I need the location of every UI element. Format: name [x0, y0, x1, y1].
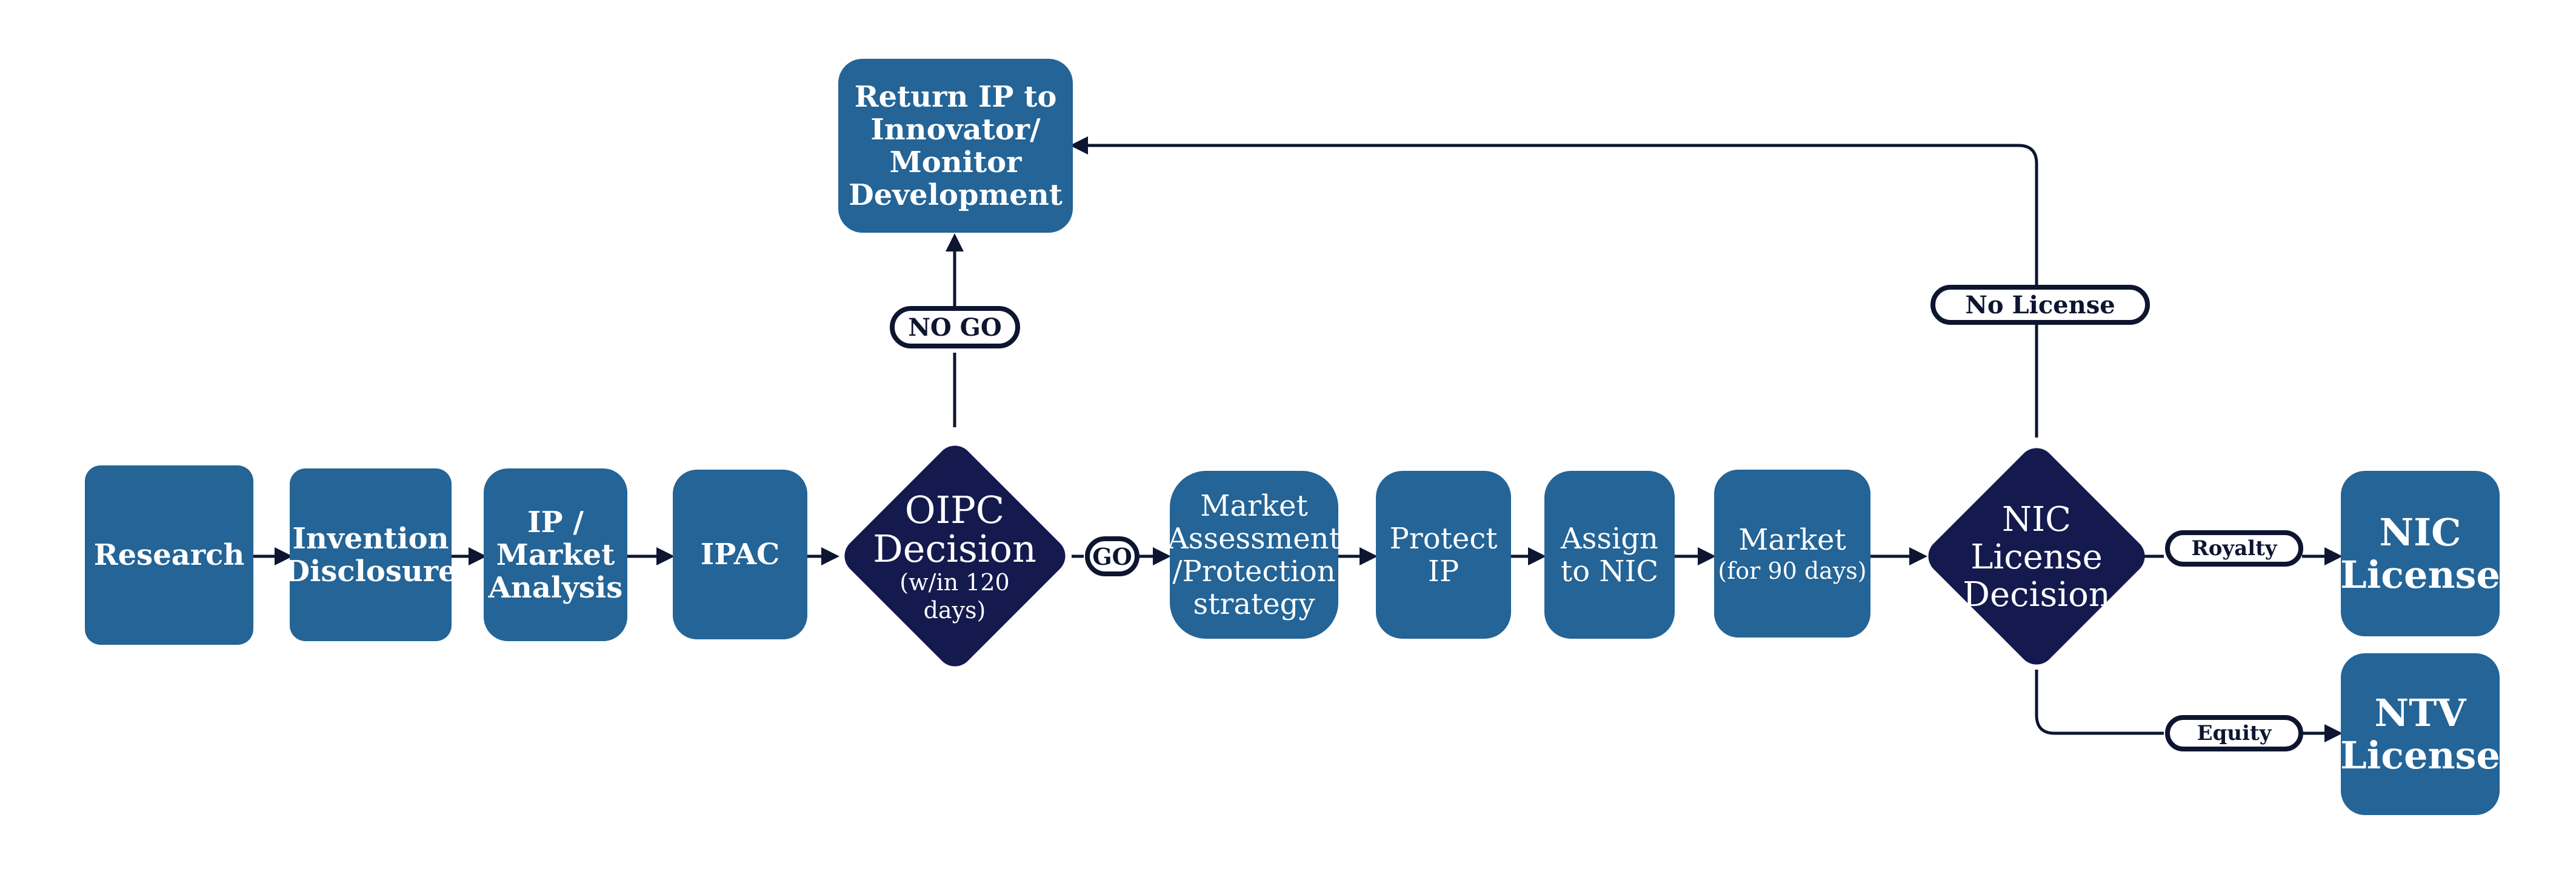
- node-nic-license-line1: NIC: [2379, 510, 2461, 554]
- node-ip-market-analysis-line1: IP /: [527, 505, 584, 539]
- node-market-title: Market: [1738, 522, 1846, 557]
- node-return-ip-line3: Monitor: [889, 145, 1022, 179]
- arrow-nic-decision-to-equity: [2035, 670, 2164, 735]
- node-ntv-license-line2: License: [2340, 733, 2500, 777]
- label-go-text: GO: [1092, 542, 1132, 570]
- node-ntv-license-line1: NTV: [2374, 690, 2466, 735]
- node-protect-ip-line1: Protect: [1389, 521, 1498, 556]
- node-protect-ip: Protect IP: [1376, 471, 1511, 639]
- decision-nic-license-line3: Decision: [1963, 575, 2111, 614]
- decision-nic-license: NIC License Decision: [1934, 467, 2140, 648]
- decision-oipc: OIPC Decision (w/in 120 days): [852, 467, 1058, 648]
- decision-nic-license-line1: NIC: [2002, 500, 2071, 539]
- node-ipac-label: IPAC: [700, 538, 780, 571]
- node-ip-market-analysis-line2: Market: [496, 538, 615, 572]
- node-return-ip-line2: Innovator/: [870, 112, 1041, 147]
- node-return-ip: Return IP to Innovator/ Monitor Developm…: [838, 59, 1073, 233]
- node-market: Market (for 90 days): [1714, 470, 1870, 638]
- label-no-license-text: No License: [1965, 290, 2115, 319]
- node-invention-disclosure: Invention Disclosure: [284, 468, 457, 641]
- node-market-note: (for 90 days): [1718, 557, 1867, 584]
- node-ip-market-analysis-line3: Analysis: [488, 570, 623, 605]
- node-market-assessment-line1: Market: [1200, 488, 1308, 523]
- node-nic-license: NIC License: [2340, 471, 2500, 636]
- node-assign-to-nic-line2: to NIC: [1560, 554, 1659, 588]
- label-royalty: Royalty: [2165, 530, 2303, 567]
- node-ipac: IPAC: [673, 470, 807, 639]
- node-protect-ip-line2: IP: [1427, 554, 1460, 588]
- label-no-go-text: NO GO: [908, 313, 1002, 342]
- label-go: GO: [1085, 536, 1140, 576]
- label-no-license: No License: [1930, 285, 2150, 325]
- node-nic-license-line2: License: [2340, 552, 2500, 597]
- decision-oipc-note-line1: (w/in 120: [899, 569, 1010, 596]
- node-research: Research: [85, 465, 253, 645]
- node-return-ip-line1: Return IP to: [854, 79, 1057, 114]
- decision-oipc-title-line2: Decision: [873, 527, 1036, 571]
- node-assign-to-nic-line1: Assign: [1561, 521, 1658, 556]
- node-research-label: Research: [93, 538, 245, 572]
- label-equity: Equity: [2165, 715, 2303, 751]
- decision-nic-license-line2: License: [1970, 538, 2103, 577]
- node-market-assessment-line2: Assessment: [1167, 521, 1341, 556]
- label-equity-text: Equity: [2197, 721, 2272, 745]
- node-market-assessment: Market Assessment /Protection strategy: [1167, 471, 1341, 639]
- node-market-assessment-line3: /Protection: [1172, 554, 1336, 588]
- decision-oipc-note-line2: days): [923, 597, 986, 624]
- node-invention-disclosure-line2: Disclosure: [284, 554, 457, 588]
- decision-oipc-title-line1: OIPC: [904, 488, 1005, 532]
- node-assign-to-nic: Assign to NIC: [1544, 471, 1675, 639]
- node-ip-market-analysis: IP / Market Analysis: [484, 468, 627, 641]
- arrow-nolicense-to-return: [1070, 136, 2038, 287]
- node-market-assessment-line4: strategy: [1193, 587, 1315, 621]
- node-invention-disclosure-line1: Invention: [292, 521, 449, 556]
- node-ntv-license: NTV License: [2340, 653, 2500, 815]
- label-no-go: NO GO: [890, 306, 1020, 348]
- label-royalty-text: Royalty: [2191, 536, 2277, 561]
- node-return-ip-line4: Development: [849, 178, 1063, 212]
